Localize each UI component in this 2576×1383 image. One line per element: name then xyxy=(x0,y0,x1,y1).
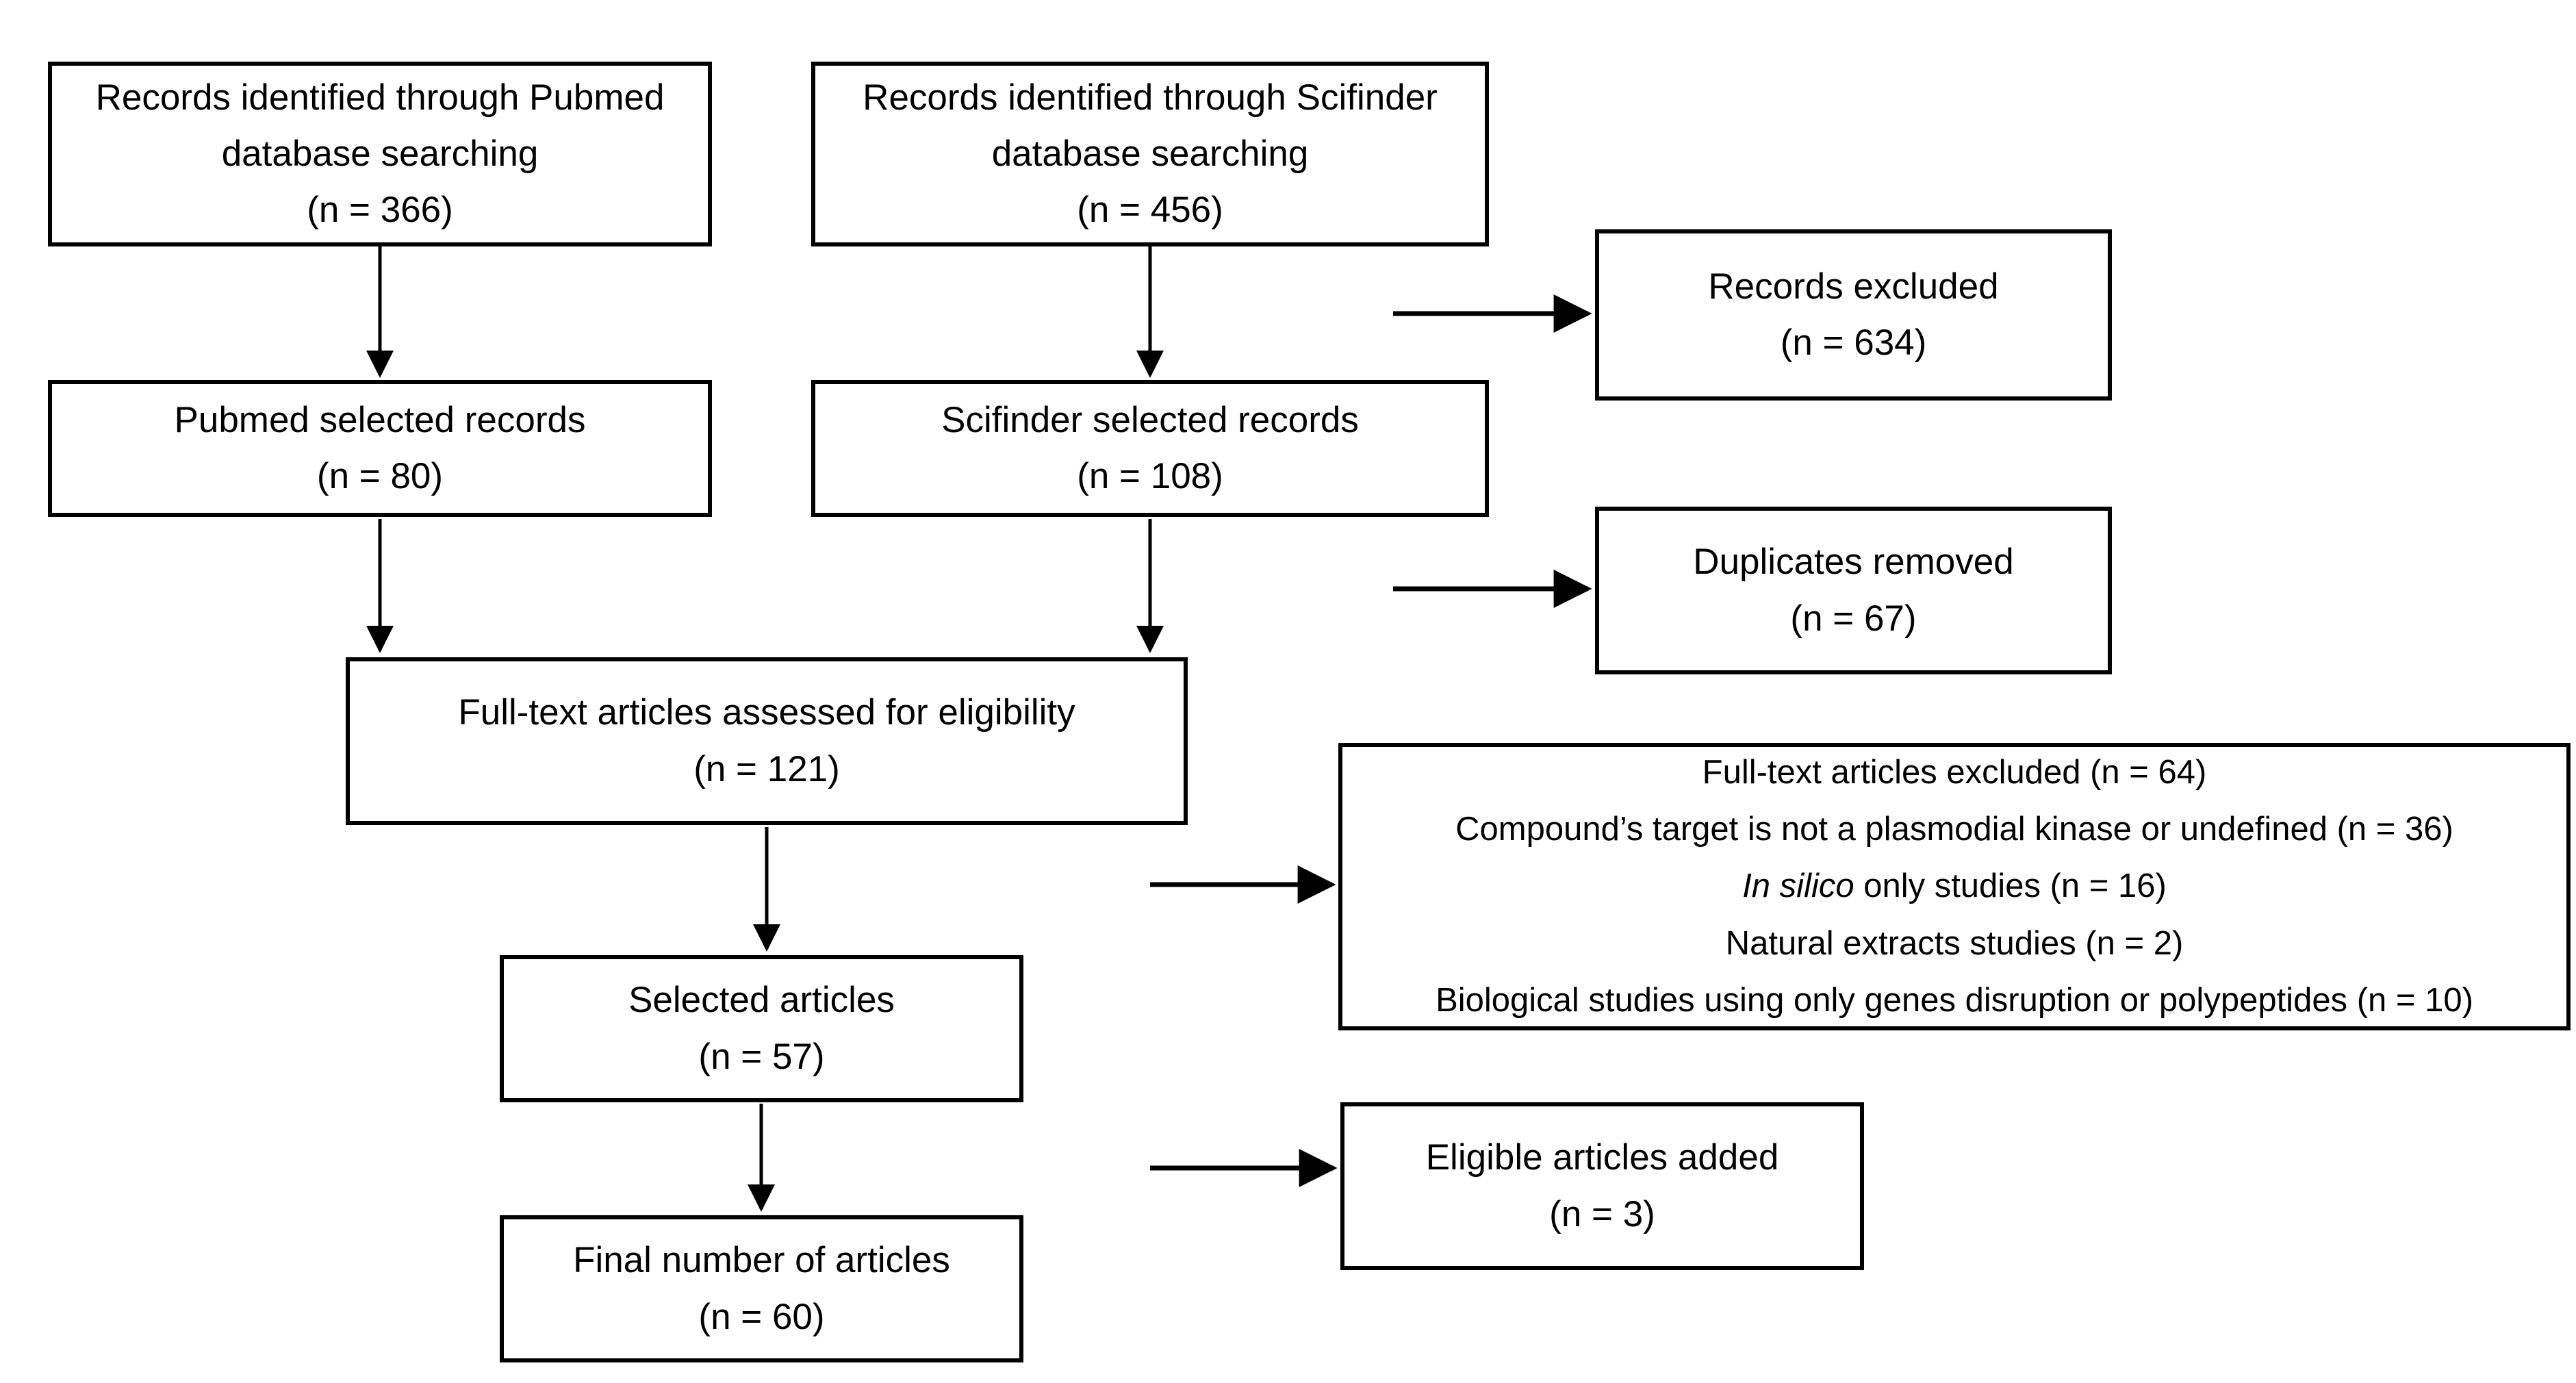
box-text-line: Records identified through Scifinder xyxy=(863,77,1438,118)
box-count-line: (n = 60) xyxy=(698,1296,825,1337)
exclusion-reason-line: Natural extracts studies (n = 2) xyxy=(1725,924,2184,962)
box-count-line: (n = 634) xyxy=(1780,322,1927,363)
exclusion-reason-line: In silico only studies (n = 16) xyxy=(1742,858,2167,915)
box-count-line: (n = 456) xyxy=(1077,190,1223,231)
box-duplicates-removed: Duplicates removed (n = 67) xyxy=(1595,507,2112,674)
box-text-line: Eligible articles added xyxy=(1425,1137,1779,1178)
box-text-line: Selected articles xyxy=(628,980,895,1021)
box-count-line: (n = 80) xyxy=(316,456,444,496)
box-text-line: database searching xyxy=(991,133,1309,174)
box-selected-articles: Selected articles (n = 57) xyxy=(500,955,1023,1102)
box-text-line: Final number of articles xyxy=(573,1240,950,1281)
exclusion-total-line: Full-text articles excluded (n = 64) xyxy=(1702,753,2207,791)
box-count-line: (n = 121) xyxy=(693,748,840,789)
box-final-articles: Final number of articles (n = 60) xyxy=(500,1215,1023,1362)
box-text-line: Scifinder selected records xyxy=(941,399,1359,440)
exclusion-reason-line: Compound’s target is not a plasmodial ki… xyxy=(1455,811,2453,848)
in-silico-italic-text: In silico xyxy=(1742,867,1854,905)
in-silico-rest-text: only studies (n = 16) xyxy=(1854,867,2167,905)
box-text-line: Records identified through Pubmed xyxy=(95,77,665,118)
box-eligible-added: Eligible articles added (n = 3) xyxy=(1340,1102,1864,1270)
box-pubmed-selected: Pubmed selected records (n = 80) xyxy=(48,380,712,517)
box-count-line: (n = 67) xyxy=(1790,598,1917,639)
box-text-line: Full-text articles assessed for eligibil… xyxy=(458,692,1075,733)
box-text-line: database searching xyxy=(221,133,539,174)
box-count-line: (n = 108) xyxy=(1077,456,1223,496)
exclusion-reason-line: Biological studies using only genes disr… xyxy=(1436,981,2473,1019)
box-count-line: (n = 366) xyxy=(307,190,453,231)
box-text-line: Pubmed selected records xyxy=(174,399,586,440)
box-scifinder-identified: Records identified through Scifinder dat… xyxy=(811,62,1489,246)
box-scifinder-selected: Scifinder selected records (n = 108) xyxy=(811,380,1489,517)
box-records-excluded: Records excluded (n = 634) xyxy=(1595,229,2112,401)
box-text-line: Records excluded xyxy=(1708,266,1999,307)
box-pubmed-identified: Records identified through Pubmed databa… xyxy=(48,62,712,246)
box-count-line: (n = 3) xyxy=(1549,1193,1655,1234)
box-fulltext-excluded: Full-text articles excluded (n = 64) Com… xyxy=(1338,743,2571,1030)
box-count-line: (n = 57) xyxy=(698,1036,825,1077)
box-fulltext-assessed: Full-text articles assessed for eligibil… xyxy=(346,657,1188,825)
box-text-line: Duplicates removed xyxy=(1693,542,2014,583)
